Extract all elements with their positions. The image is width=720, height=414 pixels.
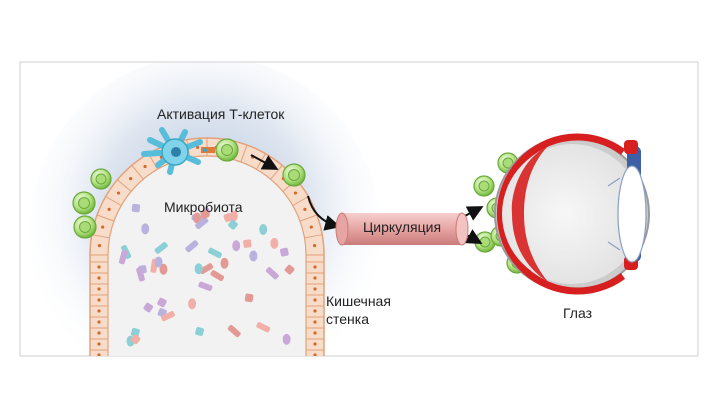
wall-cell-dot [97, 331, 101, 335]
t-cell-icon [90, 168, 112, 190]
wall-cell-dot [107, 207, 111, 211]
microbiota-label: Микробиота [164, 199, 243, 215]
wall-cell-dot [129, 177, 133, 181]
microbe-cell [195, 327, 205, 336]
microbe-cell [130, 334, 141, 345]
wall-cell-dot [97, 243, 102, 248]
wall-cell-divider [105, 196, 122, 206]
wall-cell-dot [195, 145, 200, 150]
wall-cell-dot [97, 353, 101, 356]
microbe-rod [136, 267, 145, 282]
wall-cell-dot [312, 243, 317, 248]
wall-cell-dot [97, 265, 101, 269]
t-cell-icon [72, 191, 96, 215]
wall-cell-dot [303, 207, 307, 211]
microbe-cocci [220, 257, 229, 269]
intestinal-lumen [107, 155, 307, 356]
microbe-cocci [159, 263, 168, 275]
wall-cell-divider [240, 144, 248, 163]
intestinal-wall-label: Кишечная стенка [326, 292, 391, 328]
wall-cell-dot [313, 331, 317, 335]
wall-cell-dot [313, 320, 317, 324]
microbe-cocci [282, 333, 291, 345]
microbe-rod [265, 267, 279, 280]
wall-cell-dot [313, 342, 317, 346]
t-cell-icon [215, 138, 239, 162]
wall-cell-dot [97, 287, 101, 291]
eye-label: Глаз [563, 305, 593, 321]
microbe-cell [244, 293, 254, 303]
wall-cell-dot [313, 287, 317, 291]
microbe-cocci [188, 298, 197, 310]
wall-cell-dot [313, 265, 317, 269]
microbe-rod [210, 270, 225, 282]
wall-cell-divider [299, 214, 318, 222]
intestinal-wall-label-line2: стенка [326, 311, 369, 327]
wall-cell-divider [96, 214, 115, 222]
microbe-cocci [259, 223, 268, 235]
microbe-rod [198, 281, 213, 291]
wall-cell-divider [117, 179, 132, 192]
intestinal-wall-label-line1: Кишечная [326, 293, 391, 309]
wall-cell-divider [270, 165, 283, 180]
t-cell-activation-label: Активация Т-клеток [157, 106, 285, 122]
eye-icon [494, 133, 650, 295]
microbe-rod [199, 263, 214, 274]
microbe-cell [243, 239, 252, 248]
wall-cell-divider [292, 196, 309, 206]
wall-cell-dot [97, 298, 101, 302]
t-cell-icon [282, 163, 306, 187]
microbe-cell [228, 219, 238, 230]
microbe-cell [157, 297, 167, 308]
wall-cell-dot [313, 298, 317, 302]
microbe-cell [130, 327, 140, 337]
wall-cell-dot [97, 342, 101, 346]
microbe-cocci [232, 240, 241, 252]
arrow-to-circulation [307, 195, 341, 231]
wall-cell-dot [143, 164, 147, 169]
microbe-cell [200, 209, 210, 219]
circulation-tube-icon [335, 212, 469, 246]
t-cell-icon [73, 215, 97, 239]
dendritic-cell-icon [141, 127, 215, 175]
arrow-to-tcell [250, 154, 279, 170]
microbe-cell [223, 213, 233, 223]
wall-cell-dot [116, 191, 121, 195]
microbe-cell [284, 264, 295, 275]
circulation-label: Циркуляция [362, 219, 442, 235]
microbe-cocci [154, 256, 163, 268]
microbe-rod [256, 322, 271, 333]
wall-cell-dot [313, 353, 317, 356]
microbe-rod [161, 311, 175, 322]
microbe-cell [143, 302, 154, 313]
wall-cell-divider [304, 234, 323, 239]
wall-cell-dot [309, 225, 313, 229]
wall-cell-dot [293, 191, 298, 195]
microbiota-particles [118, 203, 295, 347]
microbe-rod [154, 242, 168, 254]
t-cell-icon [473, 175, 495, 197]
wall-cell-dot [101, 225, 105, 229]
microbe-cocci [192, 212, 201, 224]
microbe-rod [227, 325, 241, 338]
microbe-cocci [270, 237, 279, 249]
microbe-cocci [249, 250, 258, 262]
microbe-cocci [141, 223, 150, 235]
wall-cell-dot [97, 276, 101, 280]
microbe-cell [131, 203, 141, 213]
microbe-rod [118, 250, 128, 265]
microbe-rod [195, 217, 209, 230]
microbe-cocci [194, 263, 203, 275]
wall-cell-dot [97, 309, 101, 313]
microbe-rod [185, 240, 199, 253]
wall-cell-dot [313, 309, 317, 313]
wall-cell-dot [313, 276, 317, 280]
microbe-cell [280, 247, 289, 257]
wall-cell-divider [91, 234, 110, 239]
microbe-rod [208, 247, 222, 259]
wall-cell-dot [97, 320, 101, 324]
wall-cell-divider [131, 165, 144, 180]
